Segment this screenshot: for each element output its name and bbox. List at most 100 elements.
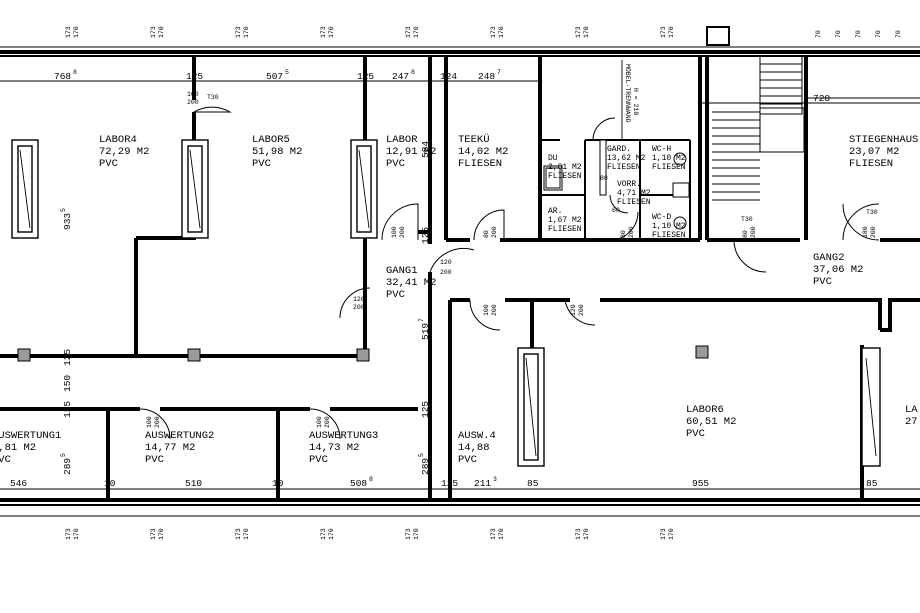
room-floor: FLIESEN xyxy=(458,158,502,170)
room-name: GANG2 xyxy=(813,252,845,264)
room-floor: PVC xyxy=(0,454,11,466)
top-edge-label: 170 xyxy=(243,26,250,38)
svg-text:125: 125 xyxy=(420,401,431,418)
top-edge-label: 173 xyxy=(660,26,667,38)
svg-text:100: 100 xyxy=(391,226,398,238)
svg-text:85: 85 xyxy=(527,478,539,489)
svg-text:FLIESEN: FLIESEN xyxy=(548,225,582,234)
svg-text:200: 200 xyxy=(870,226,877,238)
room-floor: PVC xyxy=(252,158,271,170)
room-floor: PVC xyxy=(309,454,328,466)
door-swings xyxy=(139,106,880,440)
top-edge-label: 173 xyxy=(490,26,497,38)
columns xyxy=(17,345,709,362)
svg-text:124: 124 xyxy=(440,71,457,82)
top-edge-label: 170 xyxy=(158,26,165,38)
svg-text:584: 584 xyxy=(420,141,431,158)
svg-text:5: 5 xyxy=(60,453,67,457)
svg-text:120: 120 xyxy=(353,296,365,303)
svg-text:4,71 M2: 4,71 M2 xyxy=(617,189,651,198)
svg-text:200: 200 xyxy=(187,99,199,106)
room-auswertung1: AUSWERTUNG1 5,81 M2 PVC xyxy=(0,430,61,466)
svg-text:1,67 M2: 1,67 M2 xyxy=(548,216,582,225)
room-area: 60,51 M2 xyxy=(686,416,736,428)
top-edge-label: 173 xyxy=(320,26,327,38)
svg-text:200: 200 xyxy=(491,304,498,316)
room-labels: LABOR4 72,29 M2 PVC LABOR5 51,98 M2 PVC … xyxy=(0,133,918,466)
svg-text:FLIESEN: FLIESEN xyxy=(607,163,641,172)
room-floor: PVC xyxy=(99,158,118,170)
bottom-edge-label: 173 xyxy=(660,528,667,540)
top-edge-label: 173 xyxy=(575,26,582,38)
bottom-edge-label: 170 xyxy=(328,528,335,540)
dimension-labels: 768 8 507 5 247 8 248 7 720 125 125 124 … xyxy=(10,69,878,489)
bottom-edge-label: 173 xyxy=(405,528,412,540)
svg-text:2,01 M2: 2,01 M2 xyxy=(548,163,582,172)
room-gard: GARD. 13,62 M2 FLIESEN xyxy=(607,145,646,172)
room-labor-right: LA 27 xyxy=(905,404,918,428)
svg-text:FLIESEN: FLIESEN xyxy=(617,198,651,207)
top-edge-label: 70 xyxy=(815,30,822,38)
svg-text:768: 768 xyxy=(54,71,71,82)
svg-text:60: 60 xyxy=(612,207,620,214)
bottom-edge-label: 173 xyxy=(150,528,157,540)
bottom-edge-label: 170 xyxy=(73,528,80,540)
svg-text:85: 85 xyxy=(866,478,878,489)
top-edge-label: 70 xyxy=(835,30,842,38)
room-area: 23,07 M2 xyxy=(849,146,899,158)
svg-text:200: 200 xyxy=(399,226,406,238)
top-edge-label: 70 xyxy=(855,30,862,38)
bottom-edge-label: 170 xyxy=(498,528,505,540)
room-labor6: LABOR6 60,51 M2 PVC xyxy=(686,404,736,440)
svg-text:1,10 M2: 1,10 M2 xyxy=(652,154,686,163)
top-edge-label: 173 xyxy=(235,26,242,38)
svg-text:125: 125 xyxy=(357,71,374,82)
bottom-edge-label: 170 xyxy=(668,528,675,540)
svg-text:80: 80 xyxy=(483,230,490,238)
svg-text:7: 7 xyxy=(497,69,501,76)
room-floor: PVC xyxy=(386,289,405,301)
top-edge-label: 170 xyxy=(498,26,505,38)
svg-text:200: 200 xyxy=(491,226,498,238)
svg-text:200: 200 xyxy=(628,226,635,238)
svg-text:13,62 M2: 13,62 M2 xyxy=(607,154,646,163)
room-ausw4: AUSW.4 14,88 PVC xyxy=(458,430,496,466)
room-area: 14,77 M2 xyxy=(145,442,195,454)
sanitary-fixtures xyxy=(543,60,690,230)
room-name: LABOR6 xyxy=(686,404,724,416)
bottom-edge-label: 170 xyxy=(158,528,165,540)
svg-text:AR.: AR. xyxy=(548,207,562,216)
room-area: 5,81 M2 xyxy=(0,442,36,454)
room-floor: PVC xyxy=(386,158,405,170)
top-edge-label: 70 xyxy=(875,30,882,38)
room-floor: PVC xyxy=(458,454,477,466)
svg-text:508: 508 xyxy=(350,478,367,489)
room-du: DU 2,01 M2 FLIESEN xyxy=(548,154,582,181)
svg-text:DU: DU xyxy=(548,154,558,163)
room-floor: PVC xyxy=(145,454,164,466)
bottom-edge-label: 170 xyxy=(243,528,250,540)
svg-text:150: 150 xyxy=(62,375,73,392)
svg-text:125: 125 xyxy=(62,401,73,418)
staircase xyxy=(712,55,920,201)
svg-text:546: 546 xyxy=(10,478,27,489)
bottom-dimension-chain xyxy=(0,488,920,517)
room-auswertung2: AUSWERTUNG2 14,77 M2 PVC xyxy=(145,430,214,466)
svg-text:VORR.: VORR. xyxy=(617,180,641,189)
svg-text:80: 80 xyxy=(600,175,608,182)
svg-text:8: 8 xyxy=(411,69,415,76)
svg-text:200: 200 xyxy=(578,304,585,316)
svg-text:100: 100 xyxy=(187,91,199,98)
room-area: 72,29 M2 xyxy=(99,146,149,158)
svg-text:10: 10 xyxy=(272,478,284,489)
svg-text:100: 100 xyxy=(146,416,153,428)
svg-text:8: 8 xyxy=(73,69,77,76)
svg-text:80: 80 xyxy=(742,230,749,238)
room-area: 32,41 M2 xyxy=(386,277,436,289)
svg-text:10: 10 xyxy=(104,478,116,489)
svg-text:3: 3 xyxy=(493,476,497,483)
door-labels: 100 200 T30 120 200 120 200 100 200 80 2… xyxy=(146,91,878,428)
bottom-edge-label: 173 xyxy=(65,528,72,540)
